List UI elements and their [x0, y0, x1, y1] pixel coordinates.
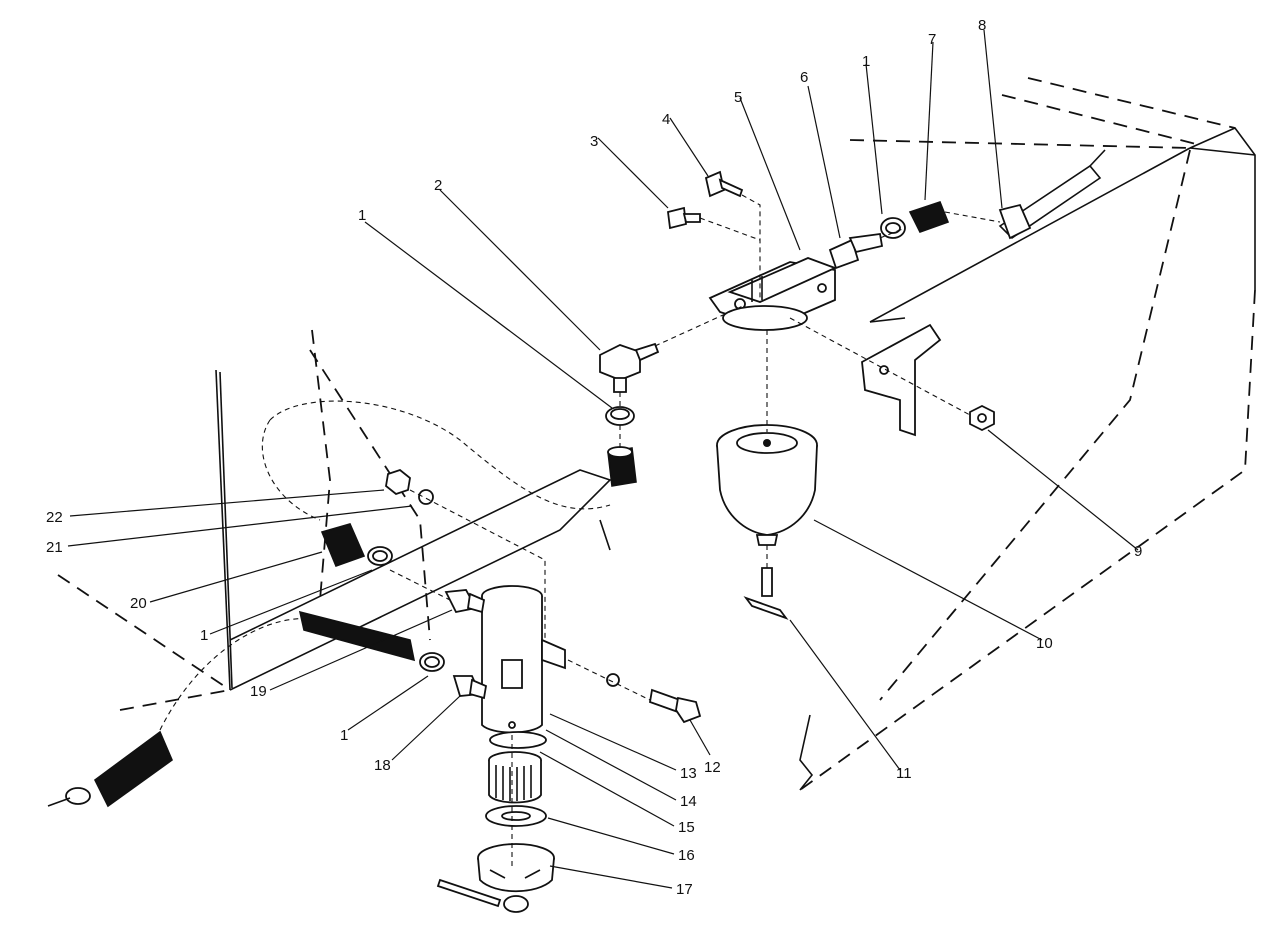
hex-nut [385, 468, 411, 496]
leader-lines [67, 29, 1139, 889]
washer [606, 673, 620, 687]
mounting-bracket [861, 323, 942, 437]
callout-21: 21 [46, 539, 63, 556]
callout-1-lower-clamp: 1 [340, 727, 348, 744]
bolt [704, 170, 744, 198]
callout-16: 16 [678, 847, 695, 864]
callout-11: 11 [896, 765, 912, 782]
callout-1-elbow-clamp: 1 [358, 207, 366, 224]
callout-13: 13 [680, 765, 697, 782]
hose-end-lower-left [47, 730, 173, 808]
callout-12: 12 [704, 759, 721, 776]
assembly-centerlines [389, 194, 1001, 870]
elbow-fitting [599, 342, 660, 393]
star-washer [418, 489, 434, 505]
callout-20: 20 [130, 595, 147, 612]
callout-6: 6 [800, 69, 808, 86]
frame-outline-right [799, 77, 1256, 791]
callout-9: 9 [1134, 543, 1142, 560]
fuel-hose-long [998, 149, 1106, 240]
callout-3: 3 [590, 133, 598, 150]
callout-1-upper-clamp: 1 [200, 627, 208, 644]
filter-retainer-cap [477, 843, 555, 893]
fuel-hose-piece [908, 201, 950, 233]
filter-head-bracket [708, 257, 838, 331]
callout-4: 4 [662, 111, 670, 128]
callout-17: 17 [676, 881, 693, 898]
fuel-hose-short [607, 446, 637, 487]
filter-element [488, 751, 542, 804]
callout-7: 7 [928, 31, 936, 48]
callout-labels: 1 2 3 4 5 6 1 7 8 9 10 11 12 13 14 15 16… [46, 17, 1142, 898]
hose-clamp-left-upper [367, 546, 393, 566]
outlet-fitting [452, 675, 488, 700]
callout-10: 10 [1036, 635, 1053, 652]
filter-gasket [485, 805, 547, 827]
mounting-bolt [648, 688, 702, 724]
fuel-filter-housing [481, 585, 566, 734]
frame-outline-left [57, 329, 612, 731]
callout-22: 22 [46, 509, 63, 526]
filter-bowl [716, 424, 818, 546]
filter-seal-ring [489, 731, 547, 749]
callout-5: 5 [734, 89, 742, 106]
hose-fitting [828, 232, 884, 270]
callout-18: 18 [374, 757, 391, 774]
fuel-hose-lower [298, 610, 416, 662]
screw [667, 206, 701, 230]
drain-plug [436, 878, 529, 913]
drain-valve [743, 567, 789, 620]
callout-8: 8 [978, 17, 986, 34]
hose-clamp-left-lower [419, 652, 445, 672]
callout-19: 19 [250, 683, 267, 700]
hose-clamp-right [880, 217, 906, 239]
hose-clamp-top [605, 406, 635, 426]
hose-short-left [320, 523, 366, 568]
lock-nut [969, 404, 995, 432]
callout-15: 15 [678, 819, 695, 836]
callout-14: 14 [680, 793, 697, 810]
callout-1-right-clamp: 1 [862, 53, 870, 70]
inlet-fitting [444, 589, 486, 614]
callout-2: 2 [434, 177, 442, 194]
